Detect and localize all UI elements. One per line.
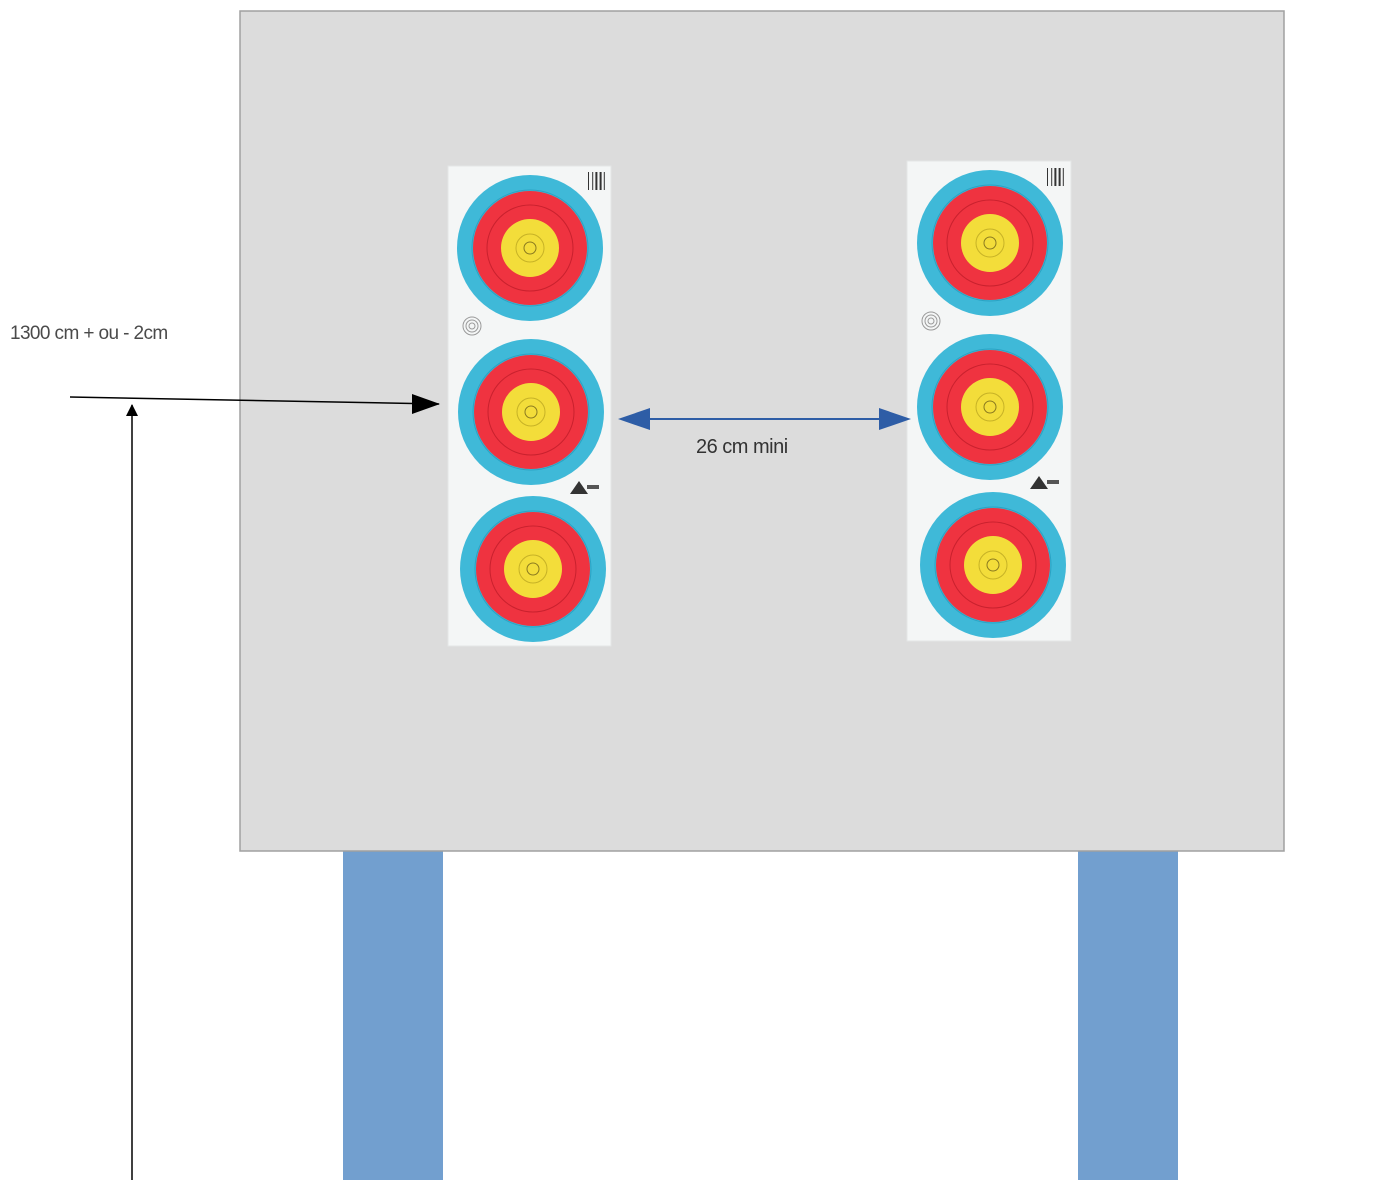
- x-ring: [524, 405, 538, 419]
- manufacturer-logo-bar: [1047, 480, 1059, 484]
- x-ring: [983, 236, 997, 250]
- x-ring: [523, 241, 537, 255]
- fita-logo-ring: [465, 319, 479, 333]
- barcode-bar: [599, 172, 602, 190]
- fita-logo-ring: [921, 311, 941, 331]
- gold-ring-inner: [516, 397, 546, 427]
- fita-logo-icon: [462, 316, 482, 336]
- fita-logo-ring: [927, 317, 935, 325]
- barcode-icon: [588, 172, 605, 190]
- target-board: [239, 10, 1285, 852]
- height-pointer-arrowhead: [412, 394, 440, 414]
- left-target-face-top: [457, 175, 603, 321]
- fita-logo-ring: [924, 314, 938, 328]
- x-ring: [983, 400, 997, 414]
- gold-ring-inner: [515, 233, 545, 263]
- right-target-face-bottom: [920, 492, 1066, 638]
- barcode-bar: [1058, 168, 1061, 186]
- right-target-face-top: [917, 170, 1063, 316]
- left-leg: [343, 850, 443, 1180]
- left-target-face-bottom: [460, 496, 606, 642]
- right-target-sheet: [906, 160, 1072, 642]
- barcode-bar: [592, 172, 594, 190]
- manufacturer-logo-icon: [570, 481, 599, 494]
- barcode-bar: [1054, 168, 1057, 186]
- gold-ring-inner: [975, 392, 1005, 422]
- right-leg: [1078, 850, 1178, 1180]
- barcode-bar: [1062, 168, 1064, 186]
- right-target-face-middle: [917, 334, 1063, 480]
- height-annotation-label: 1300 cm + ou - 2cm: [10, 323, 168, 344]
- barcode-bar: [603, 172, 605, 190]
- fita-logo-ring: [462, 316, 482, 336]
- height-pointer-line: [69, 396, 440, 405]
- fita-logo-ring: [468, 322, 476, 330]
- barcode-icon: [1047, 168, 1064, 186]
- barcode-bar: [1051, 168, 1053, 186]
- fita-logo-icon: [921, 311, 941, 331]
- barcode-bar: [588, 172, 589, 190]
- barcode-bar: [595, 172, 598, 190]
- spacing-annotation-label: 26 cm mini: [696, 436, 788, 458]
- gold-ring-inner: [518, 554, 548, 584]
- spacing-arrowhead-right: [879, 408, 911, 430]
- left-target-face-middle: [458, 339, 604, 485]
- x-ring: [986, 558, 1000, 572]
- barcode-bar: [1047, 168, 1048, 186]
- manufacturer-logo-bar: [587, 485, 599, 489]
- left-target-sheet: [447, 165, 612, 647]
- spacing-arrowhead-left: [618, 408, 650, 430]
- gold-ring-inner: [978, 550, 1008, 580]
- manufacturer-logo-mark: [570, 481, 588, 494]
- x-ring: [526, 562, 540, 576]
- manufacturer-logo-mark: [1030, 476, 1048, 489]
- gold-ring-inner: [975, 228, 1005, 258]
- manufacturer-logo-icon: [1030, 476, 1059, 489]
